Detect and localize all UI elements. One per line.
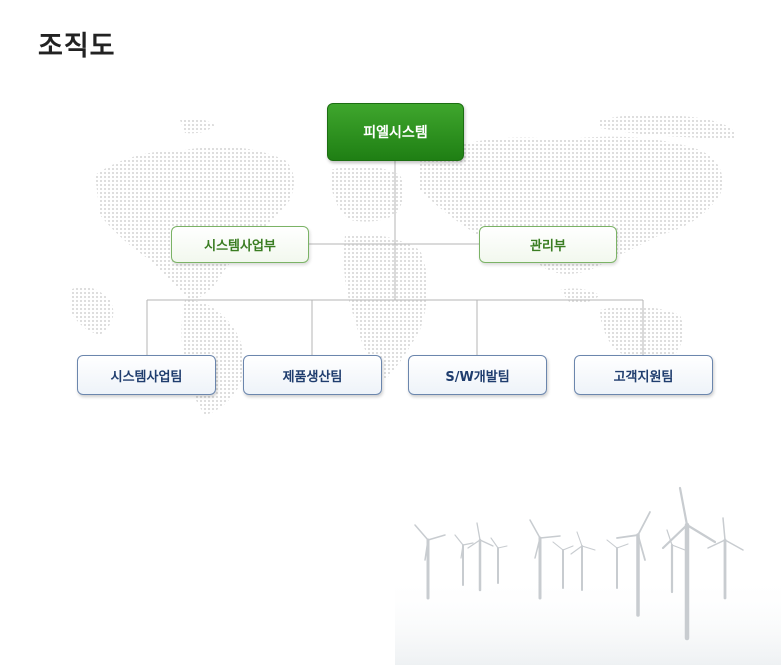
page-title: 조직도 <box>38 31 116 63</box>
dept-node-system-business: 시스템사업부 <box>171 226 309 263</box>
team-node-production: 제품생산팀 <box>243 355 382 395</box>
team-node-customer-support: 고객지원팀 <box>574 355 713 395</box>
wind-turbines-illustration <box>395 486 781 665</box>
team-node-system-business: 시스템사업팀 <box>77 355 216 395</box>
dept-node-management: 관리부 <box>479 226 617 263</box>
org-root-node: 피엘시스템 <box>327 103 464 161</box>
team-node-sw-development: S/W개발팀 <box>408 355 547 395</box>
